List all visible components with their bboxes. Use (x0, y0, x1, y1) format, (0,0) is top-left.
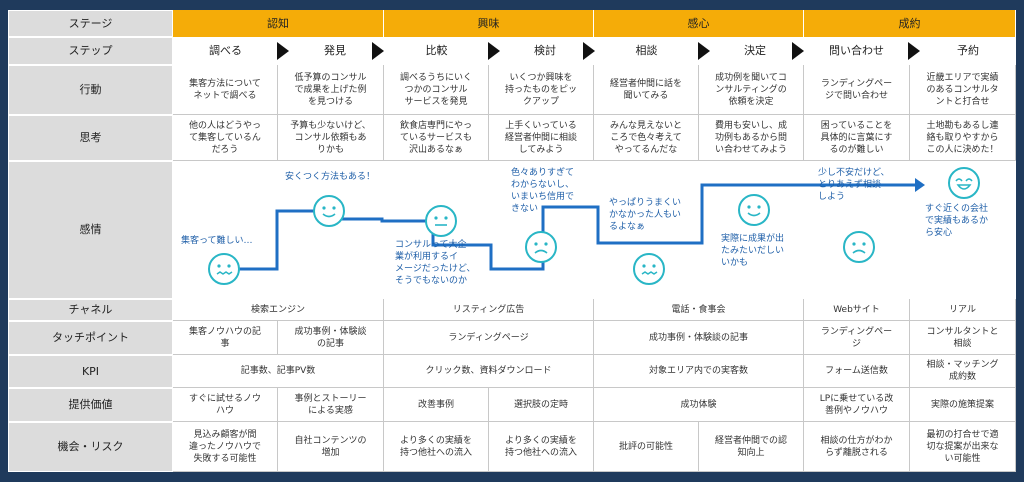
stage-interest: 興味 (384, 10, 594, 37)
kpi-cell: 記事数、記事PV数 (173, 355, 384, 388)
channel-cell: リスティング広告 (384, 299, 594, 321)
step-discover: 発見 (290, 37, 380, 65)
step-arrow (908, 42, 920, 60)
risk-cell: より多くの実績を 持つ他社への流入 (489, 422, 594, 472)
stage-awareness: 認知 (173, 10, 384, 37)
risk-cell: 見込み顧客が間 違ったノウハウで 失敗する可能性 (173, 422, 278, 472)
thought-cell: 予算も少ないけど、 コンサル依頼もあ りかも (278, 115, 384, 161)
value-cell: すぐに試せるノウ ハウ (173, 388, 278, 422)
row-label-stage: ステージ (8, 10, 173, 37)
step-search: 調べる (173, 37, 278, 65)
thought-cell: みんな見えないと ころで色々考えて やってるんだな (594, 115, 699, 161)
action-cell: ランディングペー ジで問い合わせ (804, 65, 910, 115)
step-arrow (792, 42, 804, 60)
risk-cell: 自社コンテンツの 増加 (278, 422, 384, 472)
action-cell: いくつか興味を 持ったものをピッ クアップ (489, 65, 594, 115)
row-label-step: ステップ (8, 37, 173, 65)
thought-cell: 費用も安いし、成 功例もあるから問 い合わせてみよう (699, 115, 804, 161)
value-cell: LPに乗せている改 善例やノウハウ (804, 388, 910, 422)
step-compare: 比較 (384, 37, 489, 65)
smile-face-icon (313, 195, 345, 227)
thought-cell: 他の人はどうやっ て集客しているん だろう (173, 115, 278, 161)
step-arrow (488, 42, 500, 60)
action-cell: 集客方法について ネットで調べる (173, 65, 278, 115)
row-label-value: 提供価値 (8, 388, 173, 422)
channel-cell: 検索エンジン (173, 299, 384, 321)
step-inquiry: 問い合わせ (804, 37, 909, 65)
row-label-risk: 機会・リスク (8, 422, 173, 472)
emotion-text: 実際に成果が出 たみたいだしい いかも (721, 234, 785, 268)
row-label-kpi: KPI (8, 355, 173, 388)
action-cell: 成功例を聞いてコ ンサルティングの 依頼を決定 (699, 65, 804, 115)
touchpoint-cell: コンサルタントと 相談 (910, 321, 1016, 355)
step-arrow (372, 42, 384, 60)
channel-cell: Webサイト (804, 299, 910, 321)
row-label-thought: 思考 (8, 115, 173, 161)
emotion-curve-panel: 集客って難しい… 安くつく方法もある！ コンサルって大企 業が利用するイ メージ… (173, 161, 1016, 299)
row-label-channel: チャネル (8, 299, 173, 321)
action-cell: 近畿エリアで実績 のあるコンサルタ ントと打合せ (910, 65, 1016, 115)
grimace-face-icon (208, 253, 240, 285)
channel-cell: 電話・食事会 (594, 299, 804, 321)
thought-cell: 土地勘もあるし連 絡も取りやすから この人に決めた！ (910, 115, 1016, 161)
step-examine: 検討 (500, 37, 590, 65)
action-cell: 低予算のコンサル で成果を上げた例 を見つける (278, 65, 384, 115)
thought-cell: 上手くいっている 経営者仲間に相談 してみよう (489, 115, 594, 161)
value-cell: 選択肢の定時 (489, 388, 594, 422)
emotion-text: コンサルって大企 業が利用するイ メージだったけど、 そうでもないのか (395, 240, 476, 286)
kpi-cell: 対象エリア内での実客数 (594, 355, 804, 388)
risk-cell: 批評の可能性 (594, 422, 699, 472)
emotion-text: 少し不安だけど、 とりあえず相談 しよう (818, 168, 890, 202)
risk-cell: 相談の仕方がわか らず離脱される (804, 422, 910, 472)
kpi-cell: 相談・マッチング 成約数 (910, 355, 1016, 388)
emotion-text: 集客って難しい… (181, 236, 253, 246)
action-cell: 経営者仲間に話を 聞いてみる (594, 65, 699, 115)
step-consult: 相談 (594, 37, 699, 65)
step-decide: 決定 (710, 37, 800, 65)
sad-face-icon (843, 231, 875, 263)
kpi-cell: フォーム送信数 (804, 355, 910, 388)
step-arrow (698, 42, 710, 60)
touchpoint-cell: 成功事例・体験談 の記事 (278, 321, 384, 355)
risk-cell: より多くの実績を 持つ他社への流入 (384, 422, 489, 472)
kpi-cell: クリック数、資料ダウンロード (384, 355, 594, 388)
touchpoint-cell: ランディングページ (384, 321, 594, 355)
stage-conversion: 成約 (804, 10, 1016, 37)
risk-cell: 最初の打合せで適 切な提案が出来な い可能性 (910, 422, 1016, 472)
action-cell: 調べるうちにいく つかのコンサル サービスを発見 (384, 65, 489, 115)
touchpoint-cell: ランディングペー ジ (804, 321, 910, 355)
risk-cell: 経営者仲間での認 知向上 (699, 422, 804, 472)
value-cell: 事例とストーリー による実感 (278, 388, 384, 422)
step-arrow (583, 42, 595, 60)
neutral-face-icon (425, 205, 457, 237)
step-reserve: 予約 (920, 37, 1016, 65)
emotion-text: やっぱりうまくい かなかった人もい るよなぁ (609, 198, 682, 232)
emotion-text: 色々ありすぎて わからないし、 いまいち信用で きない (511, 168, 575, 214)
grimace-face-icon (633, 253, 665, 285)
emotion-text: 安くつく方法もある！ (285, 172, 376, 182)
row-label-action: 行動 (8, 65, 173, 115)
channel-cell: リアル (910, 299, 1016, 321)
thought-cell: 困っていることを 具体的に言葉にす るのが難しい (804, 115, 910, 161)
stage-consideration: 感心 (594, 10, 804, 37)
touchpoint-cell: 成功事例・体験談の記事 (594, 321, 804, 355)
row-label-emotion: 感情 (8, 161, 173, 299)
smile-face-icon (738, 194, 770, 226)
step-arrow (277, 42, 289, 60)
row-label-touchpoint: タッチポイント (8, 321, 173, 355)
emotion-text: すぐ近くの会社 で実績もあるか ら安心 (925, 204, 989, 238)
thought-cell: 飲食店専門にやっ ているサービスも 沢山あるなぁ (384, 115, 489, 161)
happy-face-icon (948, 167, 980, 199)
value-cell: 成功体験 (594, 388, 804, 422)
value-cell: 改善事例 (384, 388, 489, 422)
sad-face-icon (525, 231, 557, 263)
value-cell: 実際の施策提案 (910, 388, 1016, 422)
touchpoint-cell: 集客ノウハウの記 事 (173, 321, 278, 355)
